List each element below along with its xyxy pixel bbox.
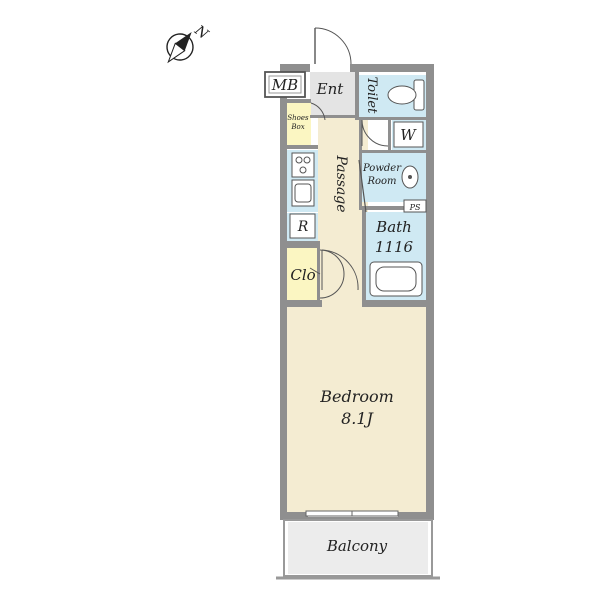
toilet-icon bbox=[387, 79, 425, 111]
bedroom-door bbox=[321, 249, 359, 291]
powder-room-label-line2: Room bbox=[366, 176, 396, 187]
bathtub-icon bbox=[369, 261, 423, 297]
closet-area bbox=[287, 248, 317, 302]
passage-label: Passage bbox=[333, 154, 349, 212]
refrigerator-label: R bbox=[297, 219, 309, 235]
ps-label: PS bbox=[409, 203, 421, 212]
entry-door bbox=[314, 27, 352, 65]
north-arrow-icon bbox=[166, 32, 194, 64]
closet-door bbox=[309, 249, 345, 299]
mb-label: MB bbox=[271, 76, 298, 94]
bath-label-line2: 1116 bbox=[375, 238, 414, 256]
powder-room-label-line1: Powder bbox=[362, 163, 402, 174]
toilet-label: Toilet bbox=[364, 77, 379, 114]
bedroom-floor bbox=[287, 305, 426, 518]
kitchen-sink-icon bbox=[291, 179, 315, 207]
entrance-label: Ent bbox=[316, 80, 345, 98]
balcony-window bbox=[305, 510, 399, 517]
bedroom-label-line2: 8.1J bbox=[341, 409, 374, 428]
balcony-label: Balcony bbox=[326, 537, 388, 555]
balcony-floor bbox=[288, 522, 428, 574]
shoes-box-label-line1: Shoes bbox=[287, 114, 309, 122]
compass-label: N bbox=[191, 22, 212, 43]
washer-pan bbox=[393, 121, 424, 148]
toilet-door bbox=[361, 119, 389, 147]
bath-label-line1: Bath bbox=[375, 218, 412, 236]
passage-door bbox=[358, 159, 367, 213]
refrigerator-space bbox=[289, 213, 316, 239]
meter-box bbox=[264, 71, 306, 98]
washer-label: W bbox=[400, 126, 417, 144]
washbasin-icon bbox=[401, 165, 419, 189]
shoes-box-area bbox=[287, 103, 311, 148]
closet-label: Clo bbox=[290, 266, 315, 284]
compass: N bbox=[166, 22, 212, 64]
stove-icon bbox=[291, 152, 315, 178]
bedroom-label-line1: Bedroom bbox=[319, 387, 394, 406]
shoes-box-label-line2: Box bbox=[290, 123, 304, 131]
shoes-box-door bbox=[310, 102, 326, 121]
ps-box bbox=[403, 199, 427, 213]
entrance-floor bbox=[310, 72, 355, 117]
